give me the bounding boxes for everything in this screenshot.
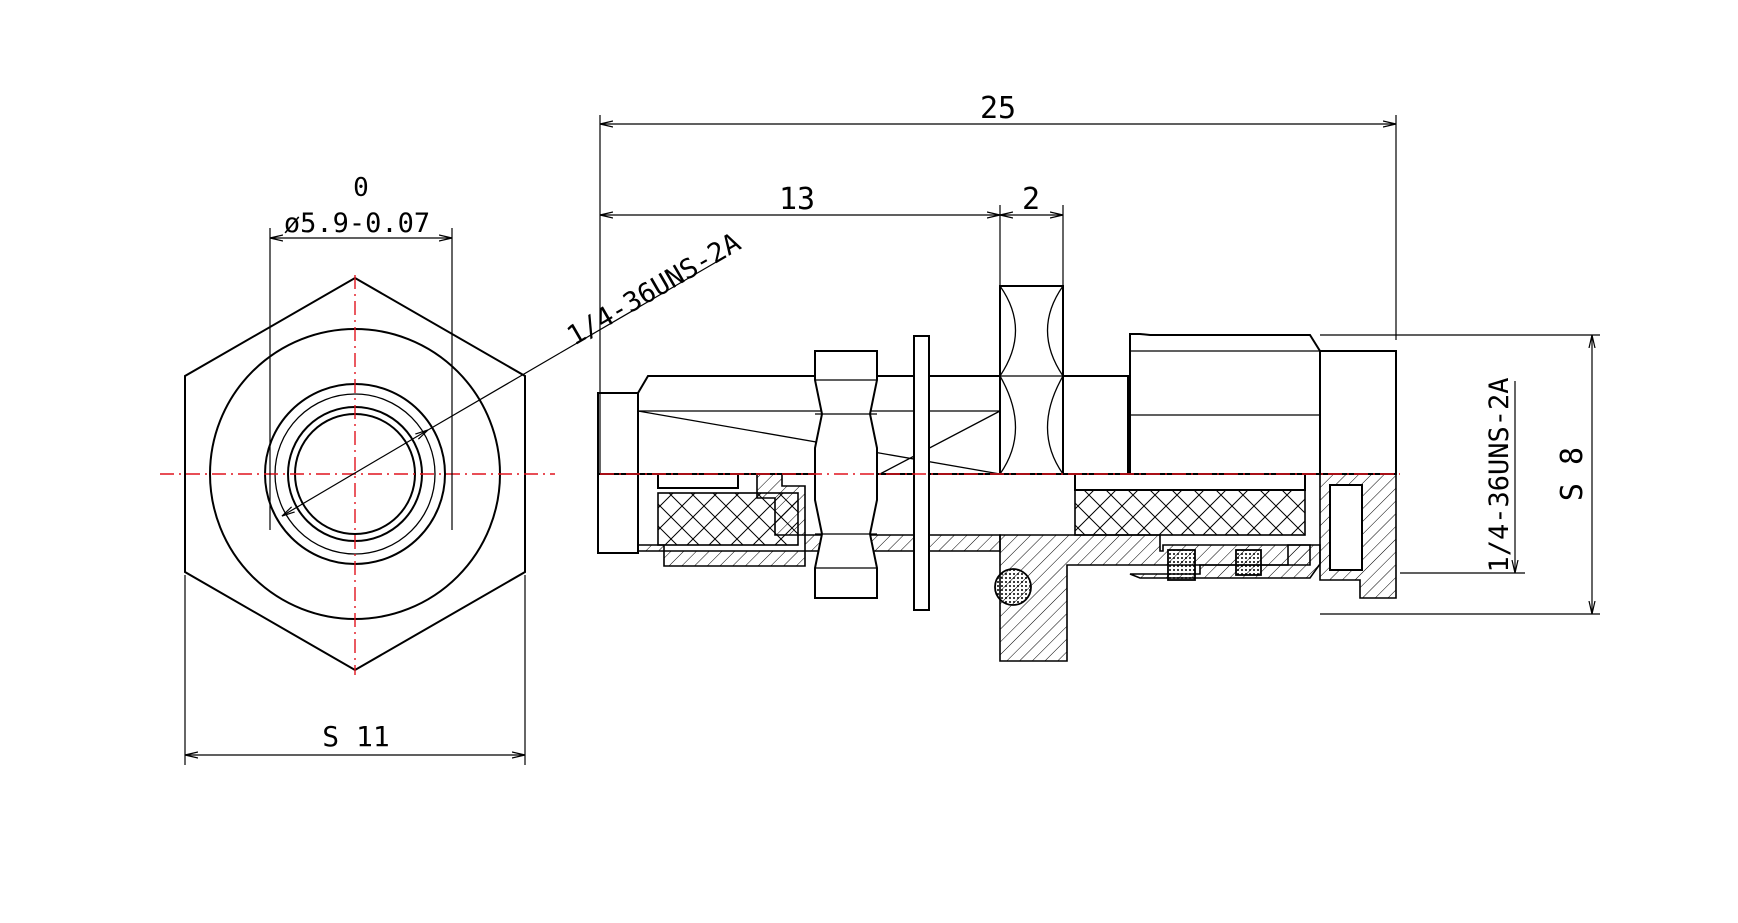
left-tip-lower: [597, 474, 639, 554]
tolerance-label: 0: [353, 173, 369, 203]
thread-leader-line: [427, 352, 561, 431]
thread-label-side: 1/4-36UNS-2A: [1484, 377, 1515, 572]
overall-length-label: 25: [980, 91, 1016, 126]
coupling-nut: [1129, 333, 1321, 475]
dielectric-right: [1074, 489, 1306, 536]
diameter-label: ø5.9-0.07: [284, 208, 430, 239]
thread-leader-shelf: [559, 260, 719, 354]
contact-pin-left: [657, 473, 739, 489]
thread-leader-arrow: [282, 430, 428, 516]
side-view: 25 13 2: [597, 91, 1600, 662]
thread-chamfer-line-2: [879, 410, 1001, 475]
left-tip-upper: [597, 392, 639, 475]
gap-label: 2: [1022, 182, 1040, 217]
middle-body-upper: [1062, 375, 1129, 475]
flange-curve-4: [1046, 375, 1064, 475]
thread-label-front: 1/4-36UNS-2A: [562, 227, 746, 352]
flange-curve-2: [1046, 285, 1064, 377]
o-ring: [994, 568, 1032, 606]
front-length-label: 13: [779, 182, 815, 217]
flange-curve-3: [999, 375, 1017, 475]
dielectric-left: [657, 492, 799, 546]
front-view: 0 ø5.9-0.07 1/4-36UNS-2A S 11: [160, 173, 746, 765]
lock-washer: [913, 335, 930, 611]
seal-ring-2: [1235, 549, 1262, 576]
seal-ring-1: [1167, 549, 1196, 581]
hex-side-label: S 8: [1555, 447, 1590, 501]
rear-sleeve-upper: [1319, 350, 1397, 475]
inner-conductor-right: [1074, 473, 1306, 491]
hex-width-label: S 11: [322, 720, 389, 753]
coupling-nut-lower-hatch: [1129, 544, 1321, 579]
rear-bore: [1329, 484, 1363, 571]
bulkhead-body-hatch: [999, 534, 1311, 662]
flange-curve-1: [999, 285, 1017, 377]
flange-hex: [999, 285, 1064, 475]
